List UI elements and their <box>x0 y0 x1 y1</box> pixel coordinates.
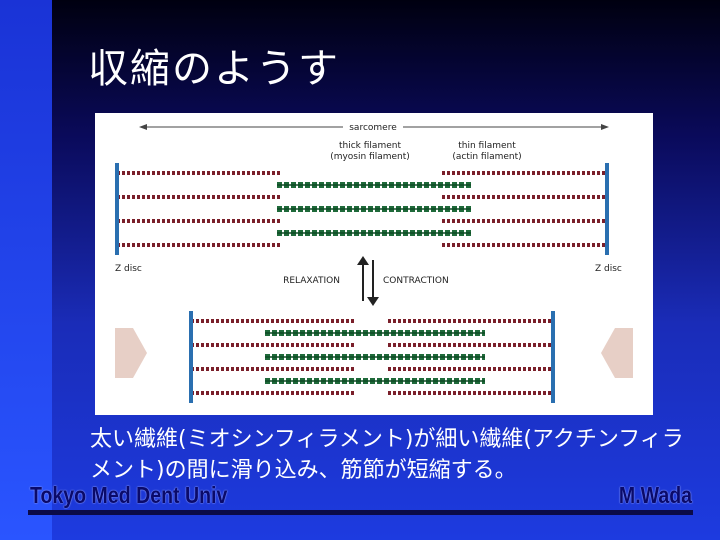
sarcomere-diagram: sarcomere thick filament (myosin filamen… <box>115 121 633 403</box>
contraction-label: CONTRACTION <box>383 276 449 286</box>
footer-divider <box>28 510 693 515</box>
slide-caption: 太い繊維(ミオシンフィラメント)が細い繊維(アクチンフィラメント)の間に滑り込み… <box>90 427 684 483</box>
sarcomere-span <box>139 121 609 133</box>
right-push-arrow <box>601 328 633 378</box>
sarcomere-figure: sarcomere thick filament (myosin filamen… <box>95 113 653 415</box>
sarcomere-label: sarcomere <box>349 123 397 133</box>
actin-filament-label: (actin filament) <box>452 152 521 162</box>
z-disc-right <box>551 311 555 403</box>
myosin-filament-label: (myosin filament) <box>330 152 410 162</box>
slide-title: 収縮のようす <box>88 46 340 92</box>
z-disc-right-label: Z disc <box>595 264 622 274</box>
z-disc-left <box>189 311 193 403</box>
footer-author: M.Wada <box>618 482 692 508</box>
relaxation-label: RELAXATION <box>283 276 340 286</box>
thick-filament-label: thick filament <box>339 141 401 151</box>
footer-institution: Tokyo Med Dent Univ <box>30 482 228 508</box>
z-disc-left-label: Z disc <box>115 264 142 274</box>
relaxed-sarcomere <box>115 163 609 255</box>
left-accent-stripe <box>0 0 52 540</box>
thin-filament-label: thin filament <box>458 141 516 151</box>
z-disc-right <box>605 163 609 255</box>
z-disc-left <box>115 163 119 255</box>
left-push-arrow <box>115 328 147 378</box>
contracted-sarcomere <box>189 311 555 403</box>
relax-contract-arrows <box>357 256 379 306</box>
